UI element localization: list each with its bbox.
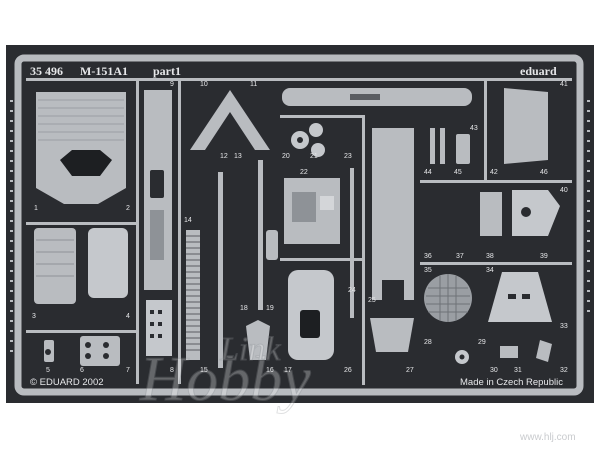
part-dash-panel — [488, 272, 552, 322]
part-number: 8 — [170, 367, 174, 374]
frame-tick-marks — [10, 100, 590, 352]
part-number: 20 — [282, 153, 290, 160]
part-number: 13 — [234, 153, 242, 160]
part-number: 42 — [490, 169, 498, 176]
part-number: 15 — [200, 367, 208, 374]
part-number: 3 — [32, 313, 36, 320]
part-long-strip — [144, 90, 172, 356]
svg-text:Hobby: Hobby — [139, 343, 311, 414]
part-number: 38 — [486, 253, 494, 260]
fret-sprues — [26, 78, 572, 385]
part-number: 32 — [560, 367, 568, 374]
part-number: 1 — [34, 205, 38, 212]
part-rods — [218, 160, 354, 368]
part-number: 27 — [406, 367, 414, 374]
part-number: 43 — [470, 125, 478, 132]
part-number: 29 — [478, 339, 486, 346]
part-number: 46 — [540, 169, 548, 176]
part-number: 5 — [46, 367, 50, 374]
part-number-labels: 1 2 3 4 5 6 7 8 9 10 11 12 13 14 15 16 1… — [32, 81, 568, 374]
part-number: 24 — [348, 287, 356, 294]
part-mesh-grille — [424, 274, 472, 322]
watermark-url: www.hlj.com — [519, 432, 576, 443]
part-number: 26 — [344, 367, 352, 374]
part-seat-panels — [34, 228, 128, 304]
part-top-tube — [282, 88, 472, 106]
part-number: 34 — [486, 267, 494, 274]
part-number: 11 — [250, 81, 257, 88]
part-number: 33 — [560, 323, 568, 330]
copyright-text: © EDUARD 2002 — [30, 377, 104, 388]
part-number: 21 — [310, 153, 318, 160]
part-side-plate — [504, 88, 548, 164]
part-number: 23 — [344, 153, 352, 160]
part-number: 18 — [240, 305, 248, 312]
part-number: 19 — [266, 305, 274, 312]
part-number: 30 — [490, 367, 498, 374]
part-number: 17 — [284, 367, 292, 374]
part-number: 44 — [424, 169, 432, 176]
part-small-brackets — [44, 336, 120, 366]
part-number: 2 — [126, 205, 130, 212]
sheet-code: 35 496 — [30, 64, 63, 78]
watermark-logo: Hobby Link — [139, 331, 312, 415]
part-number: 4 — [126, 313, 130, 320]
part-number: 22 — [300, 169, 308, 176]
sheet-model: M-151A1 — [80, 64, 128, 78]
part-number: 41 — [560, 81, 568, 88]
part-gauges — [291, 123, 325, 157]
part-number: 39 — [540, 253, 548, 260]
svg-text:Link: Link — [219, 331, 281, 368]
part-number: 12 — [220, 153, 228, 160]
part-tread-strip — [186, 230, 200, 360]
part-number: 35 — [424, 267, 432, 274]
part-number: 40 — [560, 187, 568, 194]
part-number: 28 — [424, 339, 432, 346]
brand-logo: eduard — [520, 64, 557, 78]
part-number: 45 — [454, 169, 462, 176]
made-in-text: Made in Czech Republic — [460, 377, 563, 388]
part-hinges — [430, 128, 560, 236]
part-chevron — [190, 90, 270, 150]
part-number: 31 — [514, 367, 522, 374]
part-number: 36 — [424, 253, 432, 260]
part-hood-latch — [246, 320, 270, 360]
part-number: 37 — [456, 253, 464, 260]
part-number: 16 — [266, 367, 274, 374]
part-windshield-panel — [36, 92, 126, 204]
part-trapezoid — [370, 318, 414, 352]
fret-metal-frame — [14, 54, 584, 396]
part-small-round — [455, 340, 552, 364]
part-number: 9 — [170, 81, 174, 88]
part-long-bumper — [372, 128, 414, 300]
part-tailgate — [288, 270, 334, 360]
part-number: 14 — [184, 217, 192, 224]
part-dash-box — [284, 178, 340, 244]
part-number: 6 — [80, 367, 84, 374]
part-number: 25 — [368, 297, 376, 304]
part-number: 7 — [126, 367, 130, 374]
part-number: 10 — [200, 81, 208, 88]
sheet-part: part1 — [153, 64, 181, 78]
